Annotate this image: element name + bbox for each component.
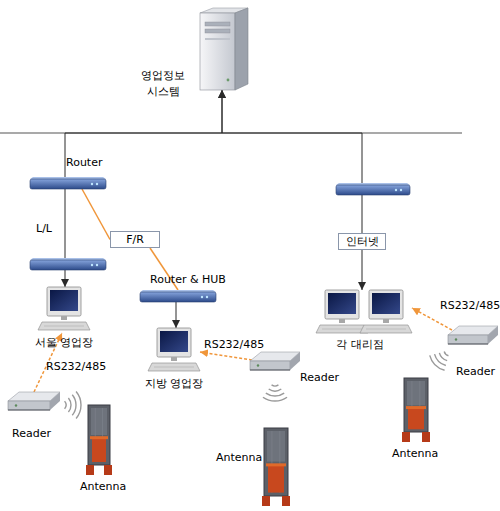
connector [65, 90, 222, 177]
node-label: 인터넷 [339, 234, 385, 249]
radio-wave [68, 398, 71, 412]
antenna-node: Antenna [402, 378, 430, 442]
connector [222, 90, 362, 233]
antenna-node: Antenna [262, 428, 290, 506]
connector [362, 250, 363, 290]
node-label: 지방 영업장 [124, 376, 224, 391]
connector [200, 352, 252, 360]
connector [65, 189, 66, 287]
antenna-icon [402, 378, 430, 442]
router-icon [140, 290, 216, 302]
node-label: Reader [12, 426, 72, 441]
pc-node: 각 대리점 [316, 290, 412, 334]
radio-wave [444, 352, 448, 356]
reader-node: Reader [8, 392, 60, 416]
antenna-icon [86, 405, 112, 475]
connector [82, 189, 110, 240]
radio-wave [266, 393, 284, 396]
node-label: Antenna [80, 479, 140, 494]
radio-wave [272, 385, 279, 386]
antenna-node: Antenna [86, 405, 112, 475]
radio-wave [439, 353, 447, 361]
pc-icon [38, 287, 90, 333]
radio-wave [72, 395, 76, 416]
router-icon [336, 183, 410, 195]
router-icon [30, 177, 106, 189]
reader-icon [8, 392, 60, 416]
node-label: Reader [456, 364, 500, 379]
reader-icon [448, 326, 498, 350]
radio-waves [65, 352, 449, 419]
reader-node: Reader [448, 326, 498, 350]
router-node: Router & HUB [140, 290, 216, 302]
reader-node: Reader [250, 352, 300, 376]
node-label: 영업정보 시스템 [138, 68, 188, 100]
network-box: F/R [110, 231, 160, 248]
router-node: Router [30, 177, 106, 189]
connector [176, 302, 177, 328]
edge-label: L/L [36, 222, 52, 236]
server-icon [200, 8, 248, 90]
node-label: F/R [111, 232, 159, 247]
pc-icon [148, 328, 200, 374]
node-label: 서울 영업장 [14, 335, 114, 350]
antenna-icon [262, 428, 290, 506]
pc2-icon [316, 290, 412, 334]
radio-wave [435, 354, 446, 365]
edge-label: RS232/485 [204, 338, 264, 352]
pc-node: 지방 영업장 [148, 328, 200, 374]
router-icon [30, 258, 106, 270]
edge-label: RS232/485 [46, 360, 106, 374]
node-label: Router [66, 155, 146, 170]
node-label: Router & HUB [150, 272, 260, 287]
node-label: Reader [300, 370, 360, 385]
pc-node: 서울 영업장 [38, 287, 90, 333]
radio-wave [263, 397, 287, 401]
server-node: 영업정보 시스템 [200, 8, 248, 90]
node-label: Antenna [216, 450, 276, 465]
radio-wave [65, 401, 66, 409]
reader-icon [250, 352, 300, 376]
edge-label: RS232/485 [440, 299, 500, 313]
node-label: 각 대리점 [310, 337, 410, 352]
network-box: 인터넷 [338, 233, 386, 250]
radio-wave [76, 392, 81, 419]
radio-wave [430, 355, 445, 370]
node-label: Antenna [392, 446, 452, 461]
radio-wave [269, 389, 282, 391]
